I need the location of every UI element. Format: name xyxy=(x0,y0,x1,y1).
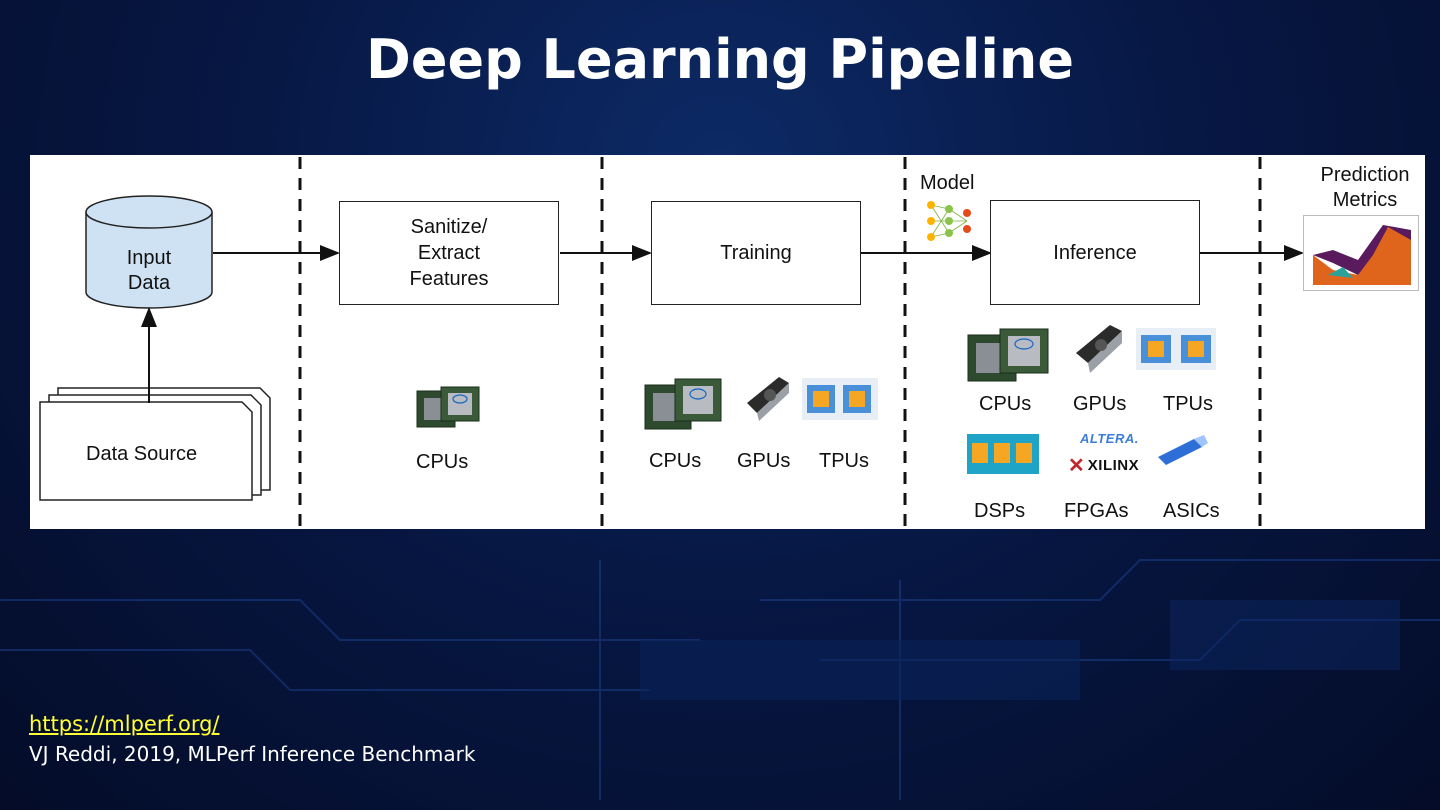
asic-usb-stick-icon xyxy=(1158,435,1208,465)
citation-text: VJ Reddi, 2019, MLPerf Inference Benchma… xyxy=(29,742,476,766)
gpu-card-icon xyxy=(747,377,789,421)
cpu-chip-icon xyxy=(967,328,1049,382)
slide-title: Deep Learning Pipeline xyxy=(366,28,1074,91)
hw-label: FPGAs xyxy=(1064,500,1129,522)
cpu-chip-icon xyxy=(416,386,480,428)
gpu-card-icon xyxy=(1076,325,1122,373)
training-box: Training xyxy=(651,201,861,305)
altera-logo: ALTERA. xyxy=(1080,431,1139,446)
hw-label: TPUs xyxy=(819,450,869,472)
hw-label: ASICs xyxy=(1163,500,1220,522)
data-source-stack xyxy=(39,387,271,501)
input-data-label: Input Data xyxy=(126,247,172,294)
data-source-label: Data Source xyxy=(86,443,198,465)
model-label: Model xyxy=(920,172,975,194)
neural-network-icon xyxy=(927,201,971,241)
cpu-chip-icon xyxy=(644,378,722,430)
hw-label: DSPs xyxy=(974,500,1026,522)
hw-label: CPUs xyxy=(649,450,702,472)
hw-label: CPUs xyxy=(416,451,469,473)
hw-label: GPUs xyxy=(1073,393,1127,415)
diagram-lines xyxy=(39,157,1304,527)
inference-box: Inference xyxy=(990,200,1200,305)
xilinx-logo: ✕ XILINX xyxy=(1068,455,1140,477)
tpu-board-icon xyxy=(1136,328,1216,370)
dsp-board-icon xyxy=(967,434,1039,474)
metrics-chart-icon xyxy=(1303,215,1419,291)
hw-label: TPUs xyxy=(1163,393,1213,415)
hw-label: GPUs xyxy=(737,450,791,472)
input-data-cylinder xyxy=(85,195,213,309)
pipeline-diagram: Input Data Data Source Sanitize/ Extract… xyxy=(30,155,1425,529)
sanitize-extract-box: Sanitize/ Extract Features xyxy=(339,201,559,305)
xilinx-mark-icon: ✕ xyxy=(1068,455,1085,477)
tpu-board-icon xyxy=(802,378,878,420)
mlperf-link[interactable]: https://mlperf.org/ xyxy=(29,712,220,736)
hw-label: CPUs xyxy=(979,393,1032,415)
prediction-metrics-label: Prediction Metrics xyxy=(1320,164,1410,211)
